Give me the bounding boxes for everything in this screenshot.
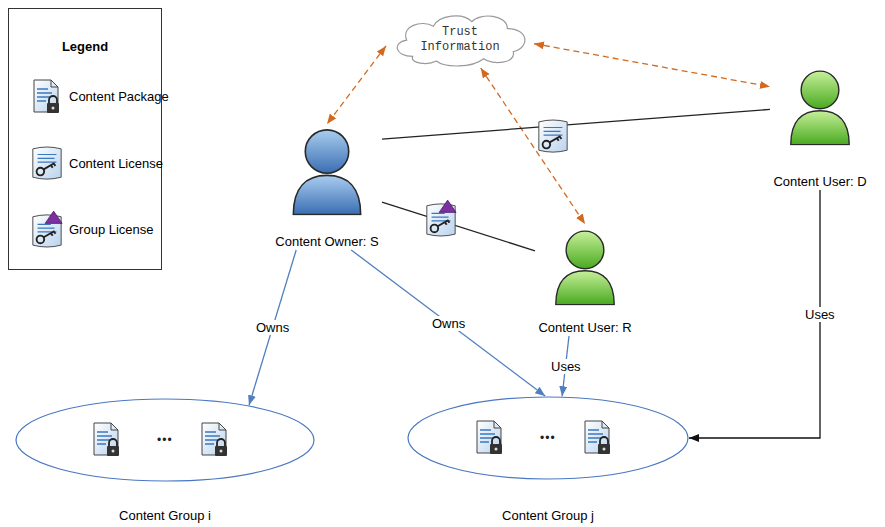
connector — [382, 202, 535, 251]
group-label: Content Group i — [119, 508, 211, 523]
group-label: Content Group j — [502, 508, 594, 523]
legend-icon — [30, 211, 64, 249]
connector — [249, 250, 296, 405]
person-label: Content User: R — [538, 320, 631, 335]
person-icon — [787, 64, 853, 148]
content-group: Content Group i — [15, 398, 315, 524]
ellipsis-dots: ••• — [540, 431, 556, 445]
person-icon — [552, 224, 618, 308]
group-license-icon — [427, 200, 456, 236]
person-label: Content Owner: S — [275, 234, 378, 249]
edge-label: Uses — [549, 359, 583, 374]
cloud-text: Trust Information — [414, 25, 506, 55]
legend-text: Content License — [69, 156, 163, 171]
connector — [382, 109, 770, 139]
connector — [351, 250, 545, 396]
person-label: Content User: D — [773, 174, 866, 189]
content-license-icon — [539, 120, 567, 152]
connector — [327, 46, 386, 124]
ellipsis-dots: ••• — [157, 433, 173, 447]
trust-cloud: Trust Information — [386, 10, 534, 68]
person-node: Content User: D — [770, 64, 870, 190]
edge-label: Owns — [254, 320, 291, 335]
connector — [689, 190, 820, 438]
edge-label: Owns — [430, 316, 467, 331]
connector — [481, 68, 585, 224]
legend-text: Group License — [69, 222, 154, 237]
content-group: Content Group j — [407, 396, 689, 524]
edge-label: Uses — [803, 307, 837, 322]
person-node: Content Owner: S — [272, 124, 382, 250]
legend-text: Content Package — [69, 89, 169, 104]
legend-title: Legend — [9, 39, 161, 54]
person-node: Content User: R — [535, 224, 635, 336]
connector — [534, 44, 770, 87]
legend-icon — [32, 79, 62, 115]
legend-box: LegendContent PackageContent LicenseGrou… — [8, 8, 162, 270]
person-icon — [289, 124, 365, 216]
legend-icon — [30, 145, 64, 183]
